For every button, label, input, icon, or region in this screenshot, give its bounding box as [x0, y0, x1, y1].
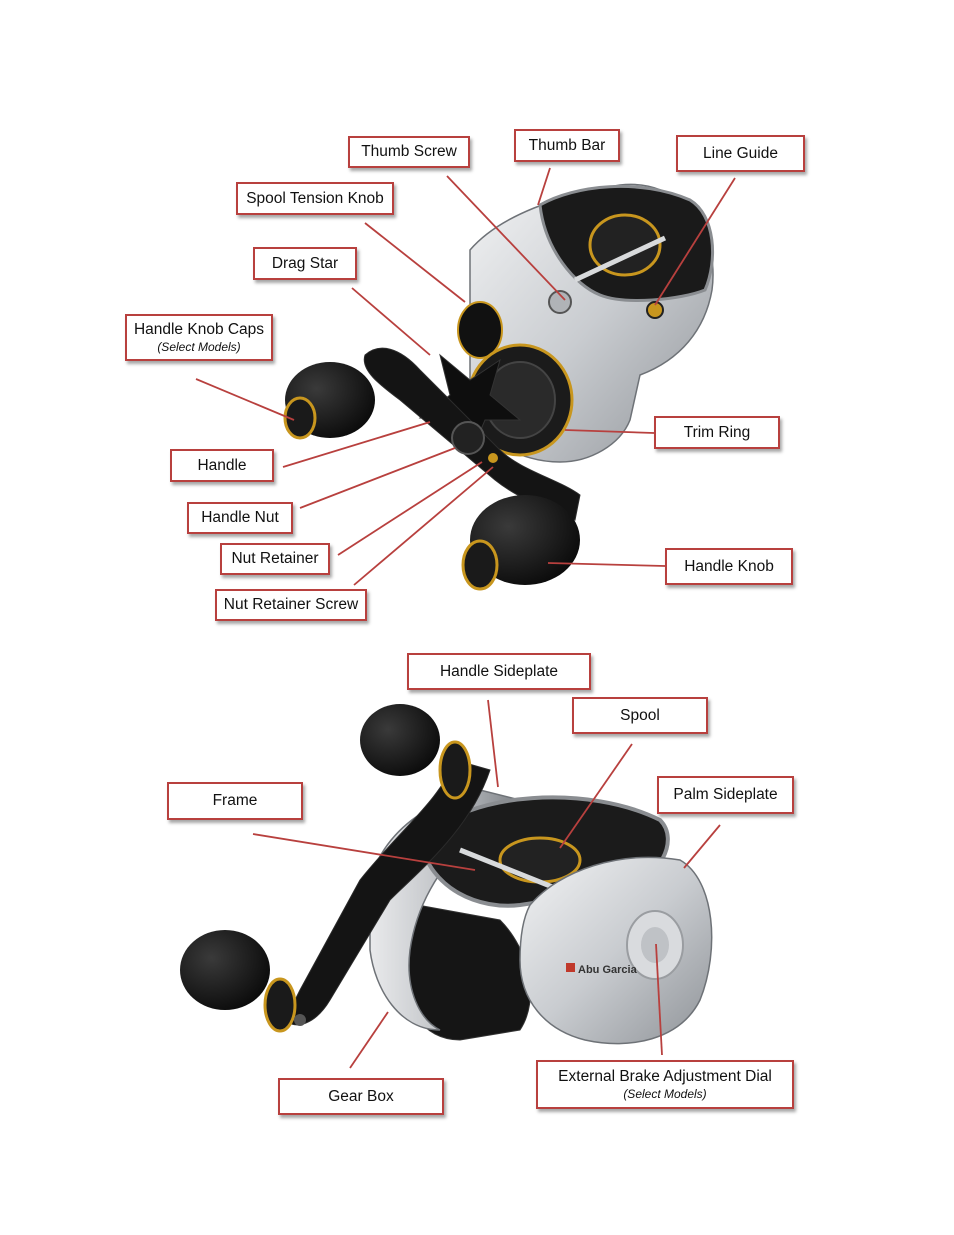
label-nut-retainer-screw: Nut Retainer Screw: [215, 589, 367, 621]
label-text: Trim Ring: [683, 423, 751, 441]
label-handle-sideplate: Handle Sideplate: [407, 653, 591, 690]
label-note: (Select Models): [157, 339, 241, 354]
label-text: Drag Star: [271, 254, 339, 272]
label-handle-knob: Handle Knob: [665, 548, 793, 585]
label-thumb-screw: Thumb Screw: [348, 136, 470, 168]
label-spool-tension-knob: Spool Tension Knob: [236, 182, 394, 215]
bottom-reel-illustration: Abu Garcia: [180, 704, 713, 1045]
label-text: Handle Sideplate: [439, 662, 559, 680]
top-reel-handle-nut: [451, 421, 485, 455]
label-text: Handle Nut: [201, 509, 279, 527]
label-thumb-bar: Thumb Bar: [514, 129, 620, 162]
label-text: Nut Retainer: [231, 550, 319, 568]
label-text: Handle: [197, 456, 247, 474]
bottom-reel-handle-knob-lower: [180, 930, 297, 1033]
label-text: Line Guide: [703, 144, 778, 162]
label-line-guide: Line Guide: [676, 135, 805, 172]
label-text: Spool Tension Knob: [246, 189, 384, 207]
top-reel-handle-knob-upper: [283, 362, 375, 440]
label-gear-box: Gear Box: [278, 1078, 444, 1115]
top-reel-illustration: [283, 183, 715, 591]
top-reel-handle-knob-lower: [461, 495, 580, 591]
label-handle-nut: Handle Nut: [187, 502, 293, 534]
bottom-reel-handle: [284, 759, 491, 1026]
label-external-brake-dial: External Brake Adjustment Dial(Select Mo…: [536, 1060, 794, 1109]
label-text: Handle Knob: [684, 557, 774, 575]
label-trim-ring: Trim Ring: [654, 416, 780, 449]
label-text: Spool: [620, 706, 660, 724]
label-spool: Spool: [572, 697, 708, 734]
label-text: Thumb Bar: [528, 136, 606, 154]
label-handle-knob-caps: Handle Knob Caps(Select Models): [125, 314, 273, 361]
label-handle: Handle: [170, 449, 274, 482]
label-text: Frame: [212, 792, 258, 810]
label-text: Handle Knob Caps: [133, 320, 265, 338]
label-frame: Frame: [167, 782, 303, 820]
label-text: Palm Sideplate: [673, 786, 778, 804]
top-reel-spool: [588, 213, 662, 277]
label-nut-retainer: Nut Retainer: [220, 543, 330, 575]
top-reel-thumb-screw: [548, 290, 572, 314]
label-note: (Select Models): [623, 1086, 707, 1101]
label-text: Thumb Screw: [361, 143, 457, 161]
top-reel-line-guide: [646, 301, 664, 319]
bottom-reel-brand-mark: Abu Garcia: [578, 964, 638, 976]
label-drag-star: Drag Star: [253, 247, 357, 280]
leader-lines: [195, 167, 736, 1069]
bottom-reel-handle-knob-upper: [360, 704, 472, 800]
label-text: External Brake Adjustment Dial: [558, 1067, 772, 1085]
label-palm-sideplate: Palm Sideplate: [657, 776, 794, 814]
label-text: Nut Retainer Screw: [223, 596, 359, 614]
top-reel-tension-knob: [457, 301, 503, 359]
label-text: Gear Box: [328, 1087, 394, 1105]
bottom-reel-palm-sideplate: [519, 856, 713, 1045]
